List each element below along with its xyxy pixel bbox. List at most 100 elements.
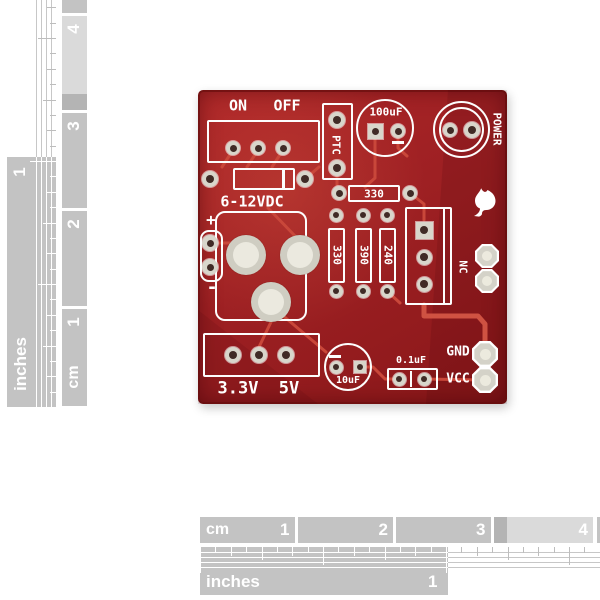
silk-vcc-label: VCC — [446, 371, 470, 387]
cm-number: 3 — [476, 520, 486, 539]
pad-hole — [383, 287, 391, 295]
sparkfun-flame-logo — [474, 188, 496, 217]
hole-bore — [233, 242, 259, 268]
ruler-tick — [446, 547, 447, 573]
cm-ruler-segment — [62, 16, 87, 110]
power-jack-outer-outline — [433, 101, 490, 158]
ruler-line — [41, 157, 42, 407]
res-pad — [329, 208, 343, 222]
ptc-footprint-outline — [322, 103, 353, 180]
regulator-pad-1 — [415, 221, 433, 239]
nc-pad — [475, 269, 499, 293]
ruler-tick — [47, 314, 56, 316]
ruler-tick — [50, 22, 56, 24]
res-240-outline — [379, 228, 396, 283]
cap-01uf-pad — [392, 372, 406, 386]
res-pad — [329, 284, 343, 298]
ruler-tick — [584, 547, 586, 553]
ruler-tick — [30, 161, 56, 162]
silk-240-label: 240 — [381, 245, 395, 265]
cm-ruler-segment-cap — [62, 94, 87, 110]
pad-metal — [474, 369, 496, 391]
cm-ruler-segment — [62, 211, 87, 306]
diode-cathode-band — [282, 170, 285, 188]
switch-footprint-outline — [207, 120, 320, 163]
ruler-tick — [47, 191, 56, 193]
power-jack-pad — [443, 123, 457, 137]
pad-hole — [282, 351, 290, 359]
cap-10uf-pad — [329, 360, 343, 374]
inches-ruler-block — [7, 157, 56, 407]
ruler-tick — [307, 547, 309, 553]
cm-ruler-segment — [597, 517, 600, 543]
ruler-tick — [47, 7, 56, 9]
power-jack-inner-outline — [439, 107, 484, 152]
ruler-line — [200, 562, 448, 563]
cm-label: cm — [65, 365, 82, 389]
pad-hole — [420, 226, 428, 234]
ruler-tick — [215, 547, 217, 553]
ruler-tick — [50, 330, 56, 332]
cap-100uf-minus-mark — [392, 141, 404, 144]
ruler-tick — [50, 268, 56, 270]
pad-hole — [279, 144, 287, 152]
ruler-tick — [30, 407, 56, 408]
pad-hole — [396, 376, 402, 382]
cm-ruler-segment: 1 — [200, 517, 295, 543]
res-pad — [356, 284, 370, 298]
pad-hole — [420, 253, 428, 261]
silk-nc-label: NC — [456, 260, 470, 274]
pad-hole — [335, 189, 343, 197]
pad-hole — [406, 189, 414, 197]
ruler-tick — [461, 547, 463, 553]
ruler-tick — [276, 547, 278, 553]
ruler-tick — [522, 547, 524, 553]
ruler-tick — [38, 38, 56, 39]
cap-10uf-plus-pad — [354, 361, 366, 373]
ruler-line — [36, 157, 37, 407]
diode-pad — [202, 171, 218, 187]
ruler-tick — [47, 68, 56, 70]
vcc-pad — [472, 367, 498, 393]
output-header-outline — [203, 333, 320, 377]
ruler-tick — [47, 376, 56, 378]
diode-footprint-outline — [233, 168, 295, 190]
cm-number: 4 — [64, 24, 83, 34]
regulator-pad — [416, 276, 432, 292]
ruler-tick — [384, 547, 386, 560]
output-header-pad — [251, 347, 267, 363]
ruler-tick — [50, 360, 56, 362]
silk-330-top-label: 330 — [364, 187, 384, 201]
pad-hole — [359, 287, 367, 295]
pad-metal — [474, 343, 496, 365]
output-header-pad — [225, 347, 241, 363]
res-390-outline — [355, 228, 372, 283]
ruler-tick — [50, 299, 56, 301]
silk-01uf-label: 0.1uF — [395, 355, 427, 366]
pad-hole — [333, 116, 341, 124]
switch-pad — [226, 141, 240, 155]
barrel-jack-hole — [226, 235, 266, 275]
cm-number: 2 — [378, 520, 388, 539]
ruler-tick — [50, 84, 56, 86]
silk-3v3-label: 3.3V — [217, 378, 259, 399]
cm-ruler-segment: 3 — [396, 517, 491, 543]
pad-hole — [229, 351, 237, 359]
silk-330-label: 330 — [330, 245, 344, 265]
ruler-tick — [476, 547, 478, 556]
ruler-tick — [553, 547, 555, 553]
silk-input-voltage-label: 6-12VDC — [220, 192, 284, 211]
cm-number: 2 — [64, 219, 83, 229]
ruler-tick — [50, 176, 56, 178]
inch-number: 1 — [10, 167, 29, 177]
silk-gnd-label: GND — [446, 344, 470, 360]
ruler-tick — [415, 547, 417, 556]
ruler-tick — [50, 207, 56, 209]
cap-10uf-minus-mark — [329, 355, 341, 358]
res-pad — [380, 284, 394, 298]
silk-power-label: POWER — [490, 112, 504, 146]
ruler-line — [448, 552, 600, 553]
silk-10uf-label: 10uF — [335, 375, 361, 386]
ptc-pad — [329, 112, 345, 128]
